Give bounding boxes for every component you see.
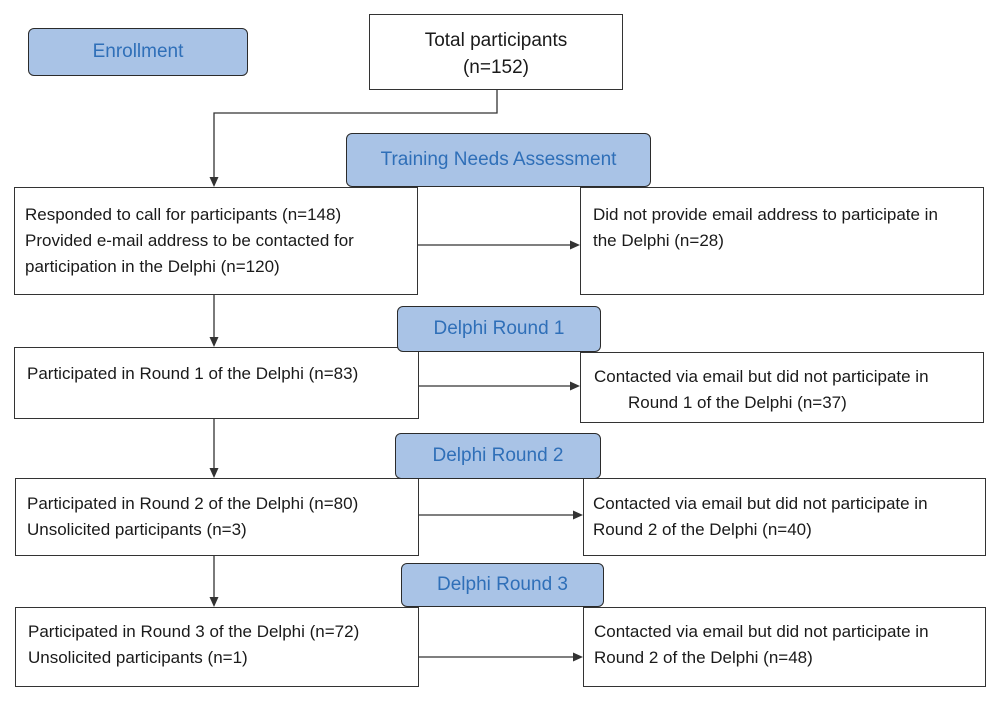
round3-participated-line-2: Unsolicited participants (n=1) xyxy=(28,648,248,667)
round2-not-participated-line-1: Contacted via email but did not particip… xyxy=(593,494,928,513)
total-participants-box: Total participants (n=152) xyxy=(369,14,623,90)
round1-participated-box: Participated in Round 1 of the Delphi (n… xyxy=(14,347,419,419)
round2-not-participated-box: Contacted via email but did not particip… xyxy=(583,478,986,556)
stage-label-delphi-round-2: Delphi Round 2 xyxy=(395,433,601,479)
stage-label-training-needs-assessment: Training Needs Assessment xyxy=(346,133,651,187)
stage-round3-text: Delphi Round 3 xyxy=(437,574,568,595)
arrowhead-total-to-responded xyxy=(209,177,219,187)
round1-not-participated-line-2: Round 1 of the Delphi (n=37) xyxy=(628,393,847,412)
round3-participated-line-1: Participated in Round 3 of the Delphi (n… xyxy=(28,622,360,641)
round1-not-participated-box: Contacted via email but did not particip… xyxy=(580,352,984,423)
stage-label-delphi-round-3: Delphi Round 3 xyxy=(401,563,604,607)
round2-not-participated-line-2: Round 2 of the Delphi (n=40) xyxy=(593,520,812,539)
responded-line-2: Provided e-mail address to be contacted … xyxy=(25,231,354,250)
arrowhead-responded-to-round1 xyxy=(209,337,219,347)
responded-box: Responded to call for participants (n=14… xyxy=(14,187,418,295)
stage-tna-text: Training Needs Assessment xyxy=(380,149,617,170)
arrowhead-round2-to-out xyxy=(573,510,583,520)
total-count: (n=152) xyxy=(462,57,530,78)
arrowhead-responded-to-no-email xyxy=(570,240,580,250)
arrowhead-round1-to-round2 xyxy=(209,468,219,478)
round2-participated-line-2: Unsolicited participants (n=3) xyxy=(27,520,247,539)
round1-participated-line: Participated in Round 1 of the Delphi (n… xyxy=(27,364,359,383)
stage-label-delphi-round-1: Delphi Round 1 xyxy=(397,306,601,352)
arrowhead-round1-to-out xyxy=(570,381,580,391)
stage-round1-text: Delphi Round 1 xyxy=(433,318,565,339)
stage-round2-text: Delphi Round 2 xyxy=(432,445,564,466)
round1-not-participated-line-1: Contacted via email but did not particip… xyxy=(594,367,929,386)
round2-participated-box: Participated in Round 2 of the Delphi (n… xyxy=(15,478,419,556)
no-email-box: Did not provide email address to partici… xyxy=(580,187,984,295)
no-email-line-1: Did not provide email address to partici… xyxy=(593,205,938,224)
round3-not-participated-line-2: Round 2 of the Delphi (n=48) xyxy=(594,648,813,667)
round2-participated-line-1: Participated in Round 2 of the Delphi (n… xyxy=(27,494,359,513)
responded-line-3: participation in the Delphi (n=120) xyxy=(25,257,280,276)
round3-not-participated-line-1: Contacted via email but did not particip… xyxy=(594,622,929,641)
arrowhead-round3-to-out xyxy=(573,652,583,662)
arrowhead-round2-to-round3 xyxy=(209,597,219,607)
stage-enrollment-text: Enrollment xyxy=(92,41,184,62)
stage-label-enrollment: Enrollment xyxy=(28,28,248,76)
total-title: Total participants xyxy=(424,30,568,51)
round3-participated-box: Participated in Round 3 of the Delphi (n… xyxy=(15,607,419,687)
responded-line-1: Responded to call for participants (n=14… xyxy=(25,205,342,224)
round3-not-participated-box: Contacted via email but did not particip… xyxy=(583,607,986,687)
no-email-line-2: the Delphi (n=28) xyxy=(593,231,724,250)
